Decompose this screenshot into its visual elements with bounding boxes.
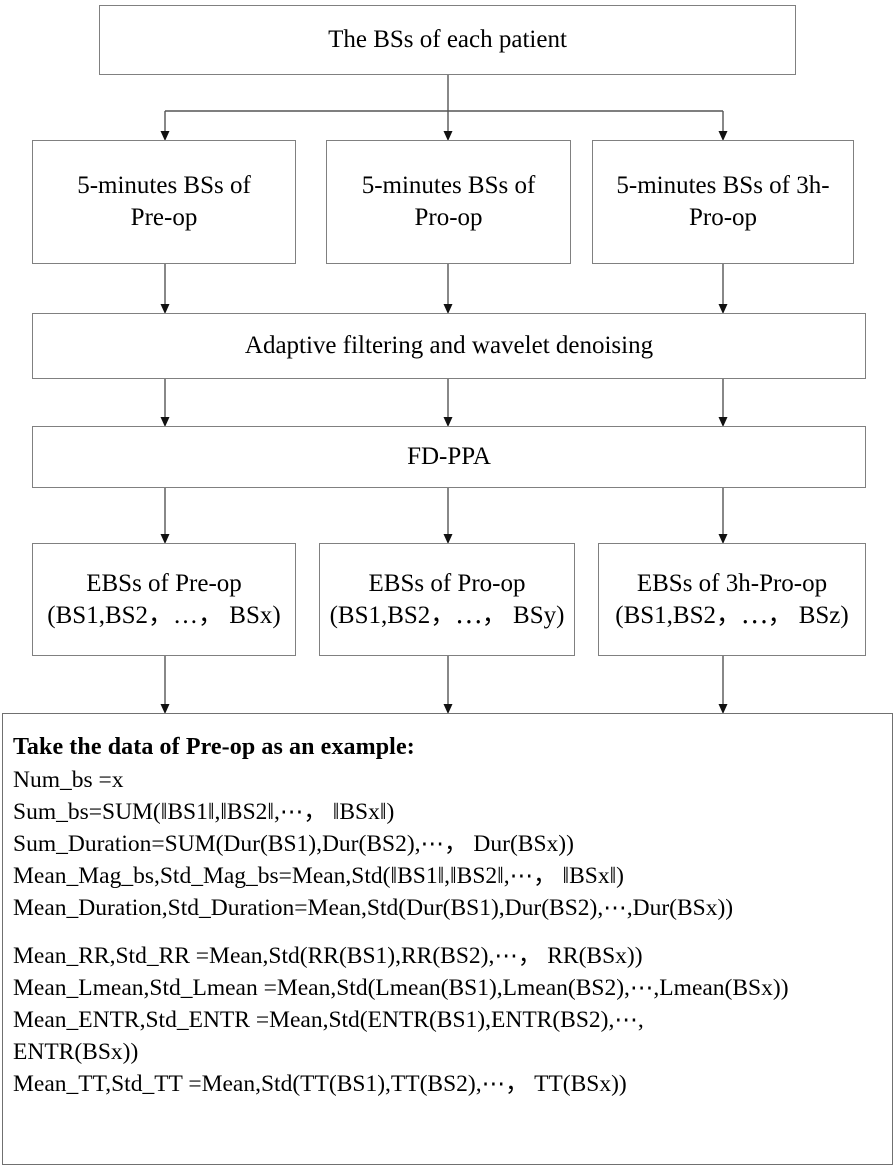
node-proop-raw-label: 5-minutes BSs of Pro-op: [361, 172, 536, 231]
node-root-label: The BSs of each patient: [328, 26, 567, 53]
node-3h-proop-raw: 5-minutes BSs of 3h- Pro-op: [592, 140, 854, 264]
node-preop-ebs: EBSs of Pre-op (BS1,BS2，…， BSx): [32, 543, 296, 656]
node-3h-proop-raw-label: 5-minutes BSs of 3h- Pro-op: [616, 172, 830, 231]
formula-line: Mean_TT,Std_TT =Mean,Std(TT(BS1),TT(BS2)…: [13, 1070, 627, 1097]
node-fd-ppa: FD-PPA: [32, 426, 866, 488]
formula-line: Mean_ENTR,Std_ENTR =Mean,Std(ENTR(BS1),E…: [13, 1006, 644, 1033]
node-adaptive-filtering-denoising: Adaptive filtering and wavelet denoising: [32, 313, 866, 379]
formula-panel-title: Take the data of Pre-op as an example:: [13, 734, 415, 760]
node-root-bss: The BSs of each patient: [99, 5, 796, 75]
node-3h-proop-ebs-label: EBSs of 3h-Pro-op (BS1,BS2，⋯， BSz): [615, 569, 849, 629]
node-proop-raw: 5-minutes BSs of Pro-op: [326, 140, 571, 264]
node-proop-ebs: EBSs of Pro-op (BS1,BS2，⋯， BSy): [319, 543, 575, 656]
formula-line-list: Num_bs =x Sum_bs=SUM(‖BS1‖,‖BS2‖,⋯， ‖BSx‖…: [13, 765, 882, 1101]
formula-line: Num_bs =x: [13, 767, 124, 794]
node-denoise-label: Adaptive filtering and wavelet denoising: [244, 332, 654, 359]
node-preop-ebs-label: EBSs of Pre-op (BS1,BS2，…， BSx): [47, 569, 281, 629]
node-formula-panel: Take the data of Pre-op as an example: N…: [2, 713, 893, 1165]
formula-line: Mean_Duration,Std_Duration=Mean,Std(Dur(…: [13, 895, 734, 921]
node-fd-ppa-label: FD-PPA: [407, 443, 491, 470]
node-3h-proop-ebs: EBSs of 3h-Pro-op (BS1,BS2，⋯， BSz): [598, 543, 866, 656]
formula-line: Sum_bs=SUM(‖BS1‖,‖BS2‖,⋯， ‖BSx‖): [13, 799, 395, 826]
formula-line: Sum_Duration=SUM(Dur(BS1),Dur(BS2),⋯， Du…: [13, 831, 574, 858]
node-preop-raw-label: 5-minutes BSs of Pre-op: [77, 172, 251, 231]
node-proop-ebs-label: EBSs of Pro-op (BS1,BS2，⋯， BSy): [329, 569, 565, 629]
formula-line: Mean_Mag_bs,Std_Mag_bs=Mean,Std(‖BS1‖,‖B…: [13, 863, 624, 890]
formula-line: Mean_RR,Std_RR =Mean,Std(RR(BS1),RR(BS2)…: [13, 942, 643, 969]
node-preop-raw: 5-minutes BSs of Pre-op: [32, 140, 296, 264]
formula-line: Mean_Lmean,Std_Lmean =Mean,Std(Lmean(BS1…: [13, 974, 789, 1001]
formula-line: ENTR(BSx)): [13, 1038, 139, 1065]
formula-line: [13, 925, 882, 941]
